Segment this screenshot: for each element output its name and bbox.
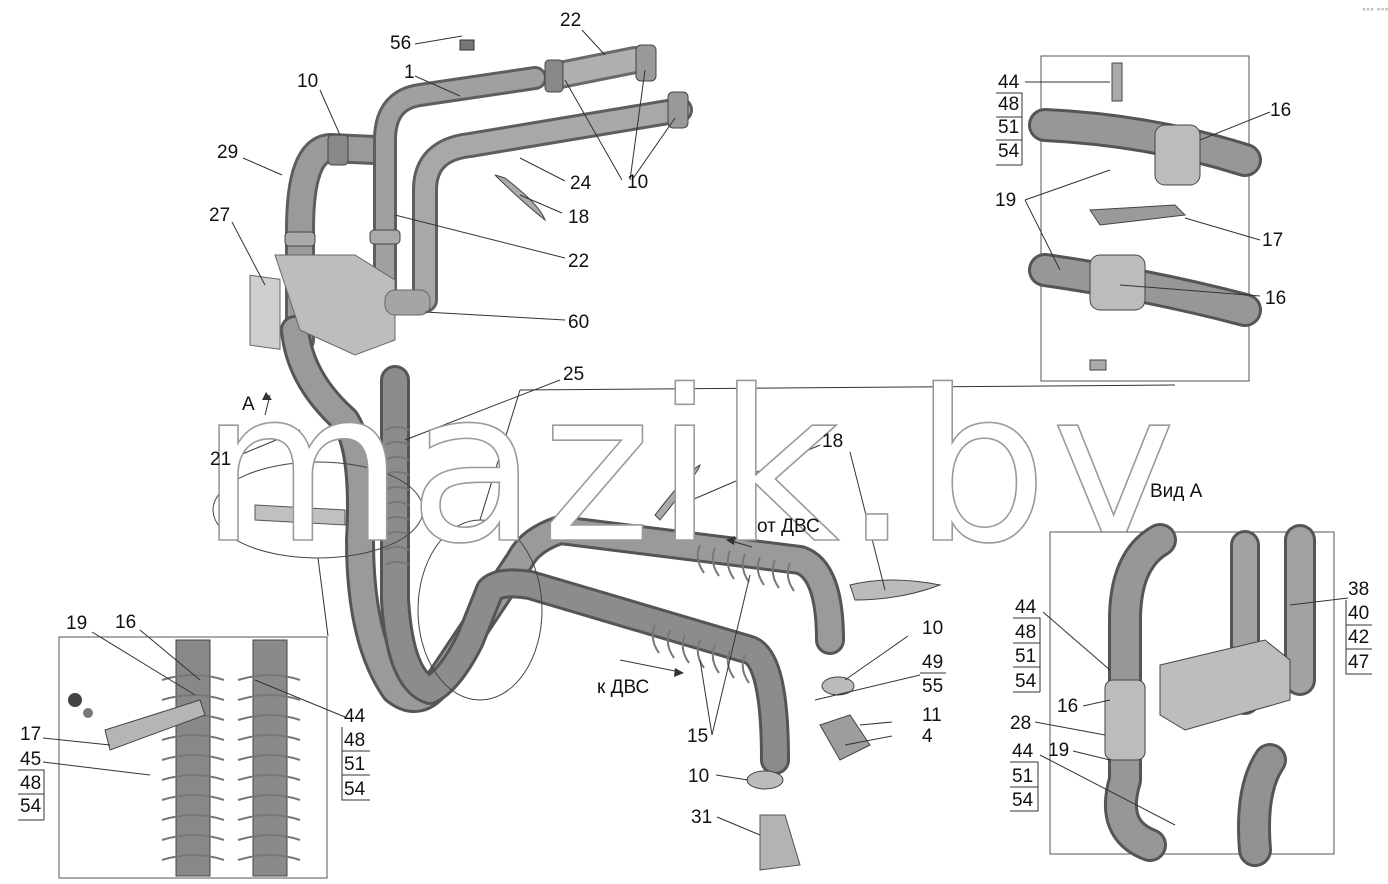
- callout-40: 40: [1348, 603, 1369, 624]
- callout-16: 16: [1057, 696, 1078, 717]
- callout-16: 16: [115, 612, 136, 633]
- callout-45: 45: [20, 749, 41, 770]
- main-hose-assembly: [212, 39, 942, 871]
- callout-18: 18: [568, 207, 589, 228]
- callout-56: 56: [390, 33, 411, 54]
- callout-27: 27: [209, 205, 230, 226]
- callout-21: 21: [210, 449, 231, 470]
- inset-view-a: Вид А 44 48 51 54 16 28 19 44 51 54 38 4…: [1010, 481, 1372, 867]
- callout-51: 51: [1012, 766, 1033, 787]
- watermark: mazik.by: [200, 345, 1180, 590]
- callout-48: 48: [20, 773, 41, 794]
- callout-48: 48: [998, 94, 1019, 115]
- callout-54: 54: [20, 796, 42, 817]
- view-a-title: Вид А: [1150, 481, 1203, 502]
- callout-18: 18: [822, 431, 843, 452]
- flow-to-engine-label: к ДВС: [597, 677, 649, 698]
- callout-60: 60: [568, 312, 589, 333]
- callout-42: 42: [1348, 627, 1369, 648]
- callout-47: 47: [1348, 652, 1369, 673]
- callout-25: 25: [563, 364, 584, 385]
- callout-44: 44: [998, 72, 1020, 93]
- callout-16: 16: [1270, 100, 1291, 121]
- callout-54: 54: [998, 141, 1020, 162]
- callout-19: 19: [1048, 740, 1069, 761]
- callout-29: 29: [217, 142, 238, 163]
- leader-lines: [231, 29, 1176, 836]
- callout-44: 44: [1012, 741, 1034, 762]
- callout-44: 44: [344, 706, 366, 727]
- callout-11: 11: [922, 705, 942, 726]
- inset-clamp-detail-left: 19 16 17 45 48 54 44 48 51 54: [18, 612, 370, 879]
- callout-44: 44: [1015, 597, 1037, 618]
- main-callouts: 56 22 1 10 29 24 10 18 27 22 60 25 А 21 …: [209, 7, 1388, 828]
- callout-10: 10: [688, 766, 709, 787]
- corner-mark: °°° °°°: [1362, 7, 1388, 16]
- callout-19: 19: [995, 190, 1016, 211]
- callout-49: 49: [922, 652, 943, 673]
- inset-clamp-detail-top: 44 48 51 54 16 19 17 16: [995, 55, 1291, 382]
- callout-51: 51: [1015, 646, 1036, 667]
- callout-4: 4: [922, 726, 933, 747]
- callout-51: 51: [344, 754, 365, 775]
- callout-22: 22: [560, 10, 581, 31]
- callout-24: 24: [570, 173, 592, 194]
- callout-10: 10: [297, 71, 318, 92]
- callout-54: 54: [344, 779, 366, 800]
- callout-16: 16: [1265, 288, 1286, 309]
- flow-from-engine-label: от ДВС: [757, 516, 820, 537]
- callout-28: 28: [1010, 713, 1031, 734]
- callout-54: 54: [1012, 790, 1034, 811]
- callout-31: 31: [691, 807, 712, 828]
- view-arrow-label: А: [242, 394, 255, 415]
- callout-10: 10: [922, 618, 943, 639]
- callout-54: 54: [1015, 671, 1037, 692]
- callout-22: 22: [568, 251, 589, 272]
- callout-15: 15: [687, 726, 708, 747]
- callout-19: 19: [66, 613, 87, 634]
- callout-38: 38: [1348, 579, 1369, 600]
- callout-10: 10: [627, 172, 648, 193]
- callout-17: 17: [1262, 230, 1283, 251]
- callout-17: 17: [20, 724, 41, 745]
- callout-48: 48: [1015, 622, 1036, 643]
- callout-1: 1: [404, 62, 415, 83]
- callout-51: 51: [998, 117, 1019, 138]
- callout-48: 48: [344, 730, 365, 751]
- callout-55: 55: [922, 676, 943, 697]
